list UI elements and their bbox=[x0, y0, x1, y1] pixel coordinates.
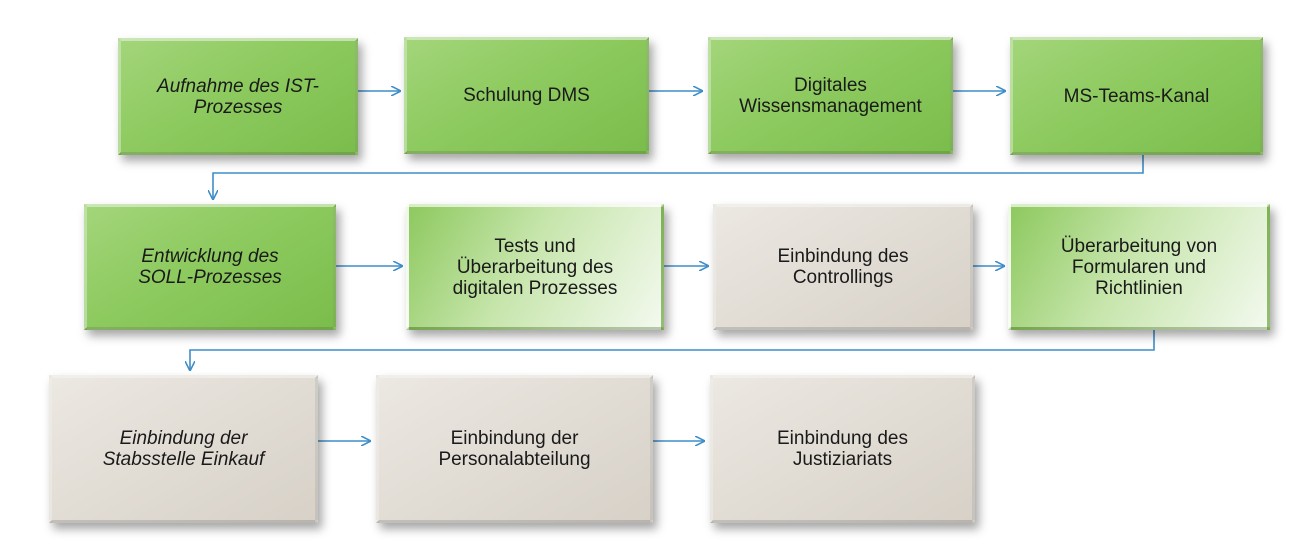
connector-s4-s5 bbox=[213, 155, 1144, 199]
step-label: Tests und Überarbeitung des digitalen Pr… bbox=[452, 235, 618, 299]
step-box-digitales-wissensmanagement: Digitales Wissensmanagement bbox=[708, 37, 953, 154]
step-label: Einbindung der Personalabteilung bbox=[438, 428, 591, 470]
step-box-einbindung-personalabteilung: Einbindung der Personalabteilung bbox=[376, 375, 653, 523]
step-label: Einbindung des Justiziariats bbox=[777, 428, 908, 470]
step-label: Schulung DMS bbox=[463, 85, 590, 106]
connector-s8-s9 bbox=[190, 330, 1155, 370]
step-label: Einbindung des Controllings bbox=[777, 246, 909, 288]
step-box-einbindung-stabsstelle-einkauf: Einbindung der Stabsstelle Einkauf bbox=[49, 375, 318, 523]
step-label: Einbindung der Stabsstelle Einkauf bbox=[102, 428, 265, 470]
step-box-einbindung-controlling: Einbindung des Controllings bbox=[713, 204, 973, 330]
step-box-schulung-dms: Schulung DMS bbox=[404, 37, 649, 154]
step-label: Aufnahme des IST- Prozesses bbox=[157, 75, 319, 118]
step-box-ms-teams-kanal: MS-Teams-Kanal bbox=[1010, 37, 1263, 155]
step-box-einbindung-justiziariat: Einbindung des Justiziariats bbox=[710, 375, 975, 523]
step-box-ueberarbeitung-formulare: Überarbeitung von Formularen und Richtli… bbox=[1008, 204, 1270, 330]
step-label: Digitales Wissensmanagement bbox=[739, 74, 922, 117]
step-box-entwicklung-soll: Entwicklung des SOLL-Prozesses bbox=[84, 204, 336, 330]
step-box-tests-ueberarbeitung: Tests und Überarbeitung des digitalen Pr… bbox=[406, 204, 664, 330]
step-label: Überarbeitung von Formularen und Richtli… bbox=[1060, 235, 1218, 299]
step-label: MS-Teams-Kanal bbox=[1063, 85, 1210, 107]
step-label: Entwicklung des SOLL-Prozesses bbox=[138, 246, 282, 288]
step-box-aufnahme-ist: Aufnahme des IST- Prozesses bbox=[118, 38, 358, 155]
